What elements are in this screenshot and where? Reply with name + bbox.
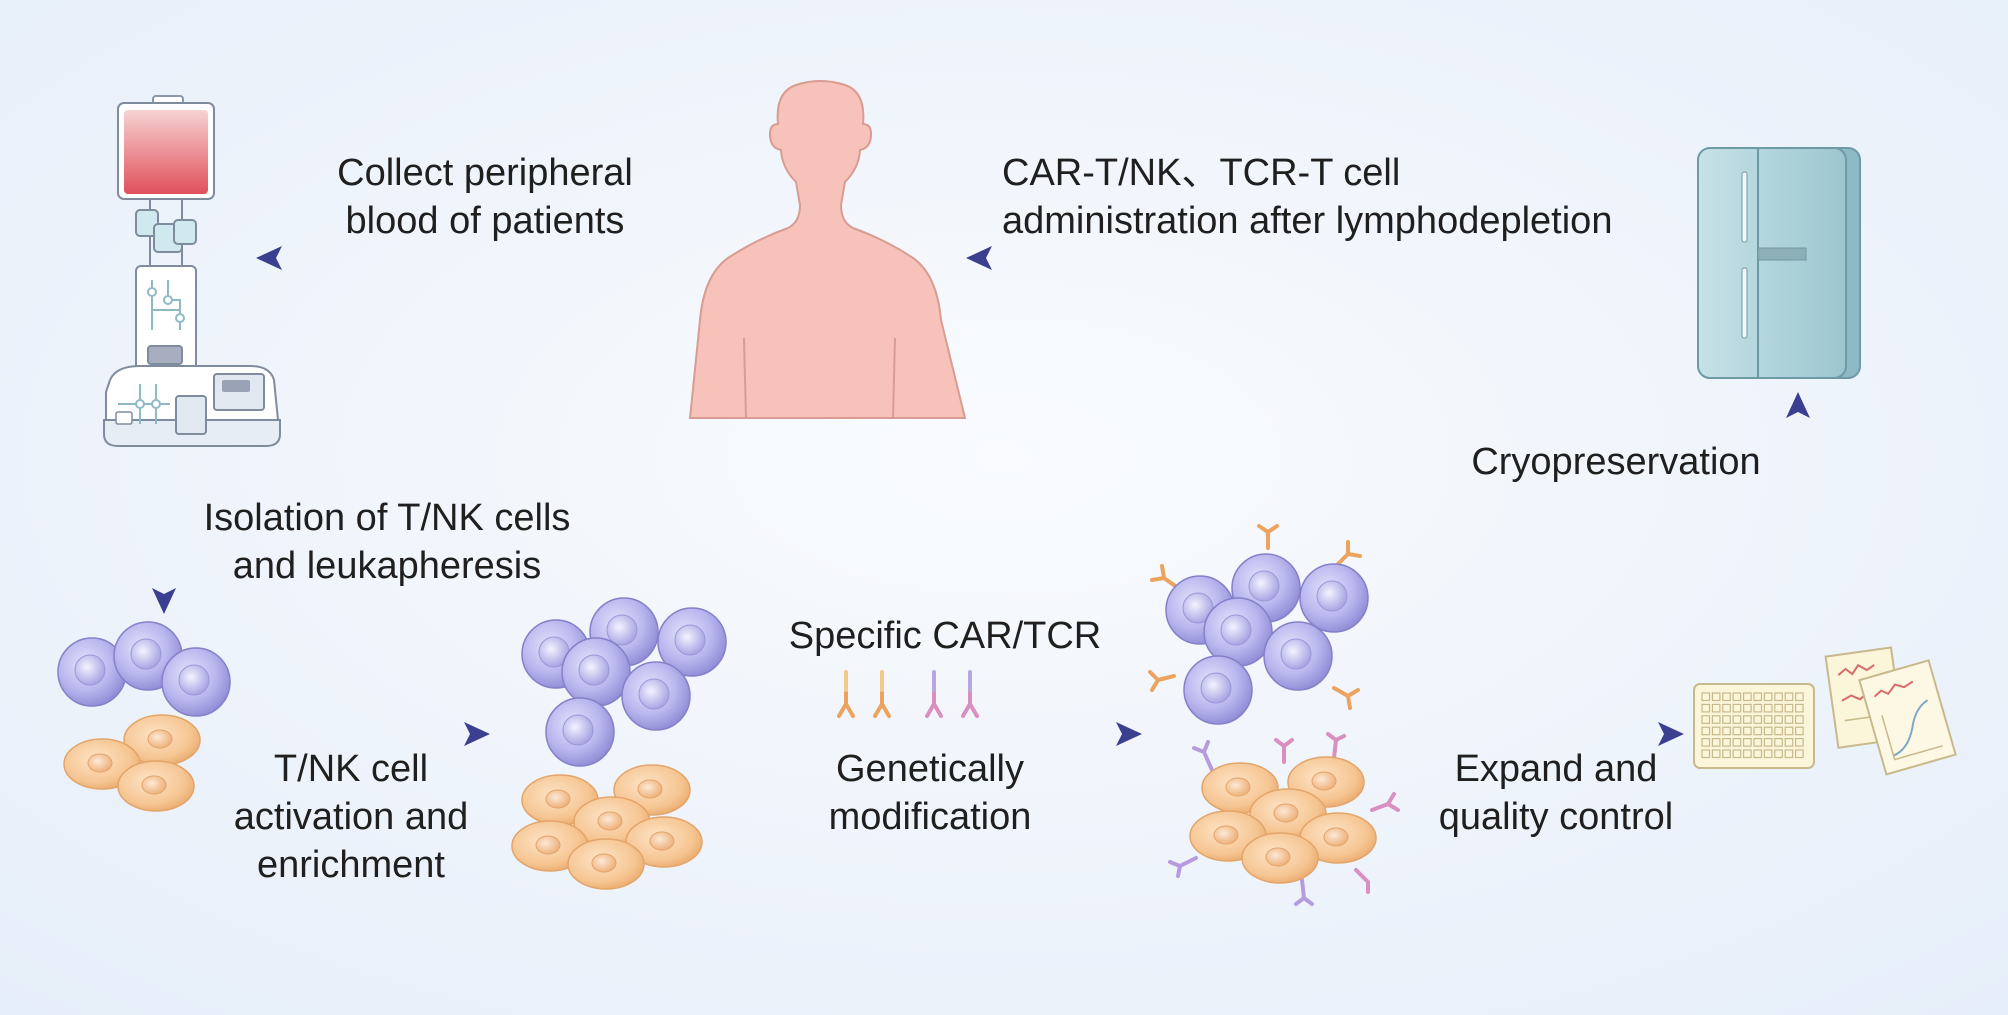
plate-well bbox=[1742, 692, 1752, 702]
plate-well bbox=[1784, 715, 1794, 724]
plate-well bbox=[1711, 749, 1721, 759]
label-activation-line1: T/NK cell bbox=[273, 748, 429, 790]
plate-well bbox=[1732, 726, 1742, 736]
patient-body-icon bbox=[688, 80, 967, 419]
label-activation-line2: activation and bbox=[233, 796, 469, 838]
plate-well bbox=[1732, 737, 1742, 747]
label-expand-line1: Expand and bbox=[1454, 748, 1658, 790]
label-activation-line3: enrichment bbox=[257, 844, 445, 886]
label-administration-line2: administration after lymphodepletion bbox=[1002, 200, 1613, 242]
plate-well bbox=[1732, 715, 1742, 724]
freezer-icon bbox=[1697, 147, 1861, 379]
plate-well bbox=[1701, 692, 1711, 702]
arrow-expand bbox=[1386, 722, 1684, 746]
plate-well bbox=[1742, 715, 1752, 724]
label-administration: CAR-T/NK、TCR-T cell administration after… bbox=[1002, 149, 1612, 245]
label-cryopreservation: Cryopreservation bbox=[1446, 438, 1786, 486]
plate-well bbox=[1763, 737, 1773, 747]
label-activation: T/NK cell activation and enrichment bbox=[206, 745, 496, 889]
plate-well bbox=[1774, 715, 1783, 724]
plate-well bbox=[1701, 737, 1711, 747]
plate-well bbox=[1711, 692, 1721, 702]
plate-well bbox=[1722, 726, 1731, 736]
plate-well bbox=[1763, 715, 1773, 724]
plate-well bbox=[1753, 692, 1763, 702]
plate-well bbox=[1701, 749, 1711, 759]
plate-well bbox=[1742, 726, 1752, 736]
plate-well bbox=[1742, 749, 1752, 759]
label-administration-line1: CAR-T/NK、TCR-T cell bbox=[1002, 152, 1401, 194]
plate-well bbox=[1784, 692, 1794, 702]
plate-well bbox=[1763, 692, 1773, 702]
plate-well bbox=[1794, 726, 1804, 736]
label-modification: Genetically modification bbox=[790, 745, 1070, 841]
plate-well bbox=[1701, 703, 1711, 713]
arrow-activation bbox=[222, 722, 490, 746]
plate-well bbox=[1794, 703, 1804, 713]
plate-well bbox=[1794, 737, 1804, 747]
arrow-cryopreservation bbox=[1786, 392, 1810, 660]
plate-well bbox=[1722, 715, 1731, 724]
plate-well bbox=[1774, 692, 1783, 702]
plate-well bbox=[1732, 692, 1742, 702]
arrow-modification bbox=[746, 722, 1142, 746]
label-collect: Collect peripheral blood of patients bbox=[300, 149, 670, 245]
apheresis-machine-icon bbox=[103, 95, 281, 447]
plate-well bbox=[1784, 749, 1794, 759]
modified-t-cells bbox=[1148, 524, 1369, 725]
arrow-collect bbox=[256, 246, 700, 270]
plate-well bbox=[1701, 715, 1711, 724]
arrow-administration bbox=[966, 246, 1638, 270]
modified-nk-cells bbox=[1168, 732, 1400, 906]
label-modification-line1: Genetically bbox=[836, 748, 1024, 790]
plate-well bbox=[1774, 703, 1783, 713]
plate-well bbox=[1732, 703, 1742, 713]
plate-well bbox=[1784, 703, 1794, 713]
well-plate-icon bbox=[1693, 683, 1815, 769]
plate-well bbox=[1722, 703, 1731, 713]
label-car-tcr-text: Specific CAR/TCR bbox=[788, 615, 1102, 657]
plate-well bbox=[1753, 737, 1763, 747]
plate-well bbox=[1711, 726, 1721, 736]
plate-well bbox=[1794, 715, 1804, 724]
plate-well bbox=[1763, 749, 1773, 759]
label-isolation-line2: and leukapheresis bbox=[232, 545, 542, 587]
label-modification-line2: modification bbox=[828, 796, 1032, 838]
plate-well bbox=[1794, 692, 1804, 702]
plate-well bbox=[1774, 749, 1783, 759]
plate-well bbox=[1784, 737, 1794, 747]
plate-well bbox=[1742, 703, 1752, 713]
plate-well bbox=[1763, 726, 1773, 736]
plate-well bbox=[1774, 726, 1783, 736]
arrow-isolation bbox=[152, 462, 176, 614]
label-cryopreservation-text: Cryopreservation bbox=[1471, 441, 1761, 483]
plate-well bbox=[1722, 692, 1731, 702]
label-collect-line1: Collect peripheral bbox=[337, 152, 633, 194]
label-car-tcr: Specific CAR/TCR bbox=[770, 612, 1120, 660]
plate-well bbox=[1711, 703, 1721, 713]
label-isolation: Isolation of T/NK cells and leukapheresi… bbox=[182, 494, 592, 590]
quality-report-icon bbox=[1824, 646, 1957, 776]
plate-well bbox=[1753, 715, 1763, 724]
plate-well bbox=[1711, 737, 1721, 747]
plate-well bbox=[1784, 726, 1794, 736]
plate-well bbox=[1722, 737, 1731, 747]
plate-well bbox=[1742, 737, 1752, 747]
plate-well bbox=[1753, 726, 1763, 736]
plate-well bbox=[1753, 703, 1763, 713]
plate-well bbox=[1732, 749, 1742, 759]
label-expand: Expand and quality control bbox=[1416, 745, 1696, 841]
plate-well bbox=[1711, 715, 1721, 724]
plate-well bbox=[1794, 749, 1804, 759]
label-collect-line2: blood of patients bbox=[345, 200, 625, 242]
plate-well bbox=[1763, 703, 1773, 713]
plate-well bbox=[1753, 749, 1763, 759]
plate-well bbox=[1722, 749, 1731, 759]
label-expand-line2: quality control bbox=[1438, 796, 1674, 838]
label-isolation-line1: Isolation of T/NK cells bbox=[203, 497, 571, 539]
plate-well bbox=[1774, 737, 1783, 747]
plate-well bbox=[1701, 726, 1711, 736]
